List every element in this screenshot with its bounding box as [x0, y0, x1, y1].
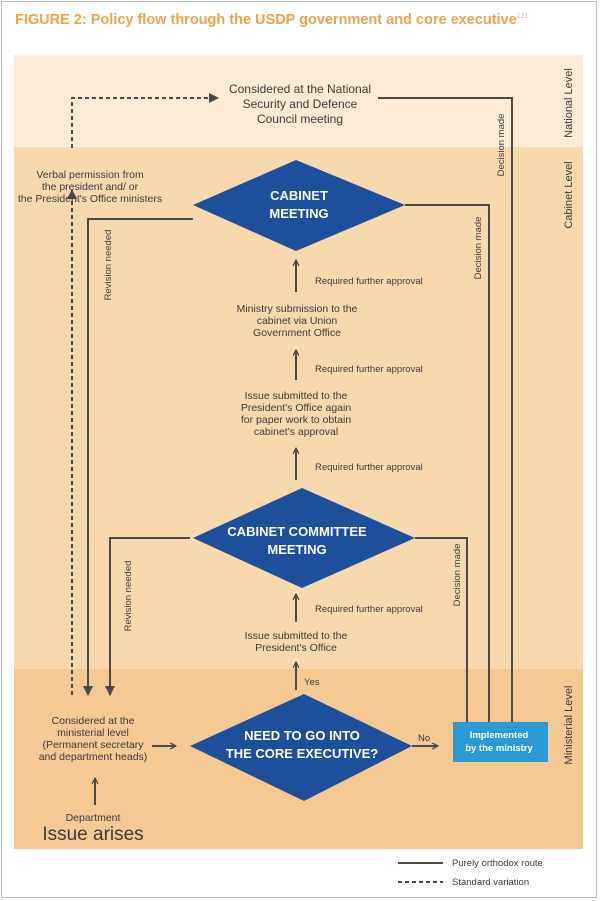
national-level-band: [14, 55, 583, 147]
cabinet-committee-line2: MEETING: [267, 542, 326, 557]
cabinet-decision-label: Decision made: [473, 217, 484, 280]
issue-again-line2: President's Office again: [241, 402, 352, 414]
issue-again-node: Issue submitted to the President's Offic…: [241, 390, 352, 438]
cabinet-decision-line: [405, 204, 494, 734]
cabinet-revision-line: [83, 218, 193, 696]
cabinet-meeting-line1: CABINET: [270, 188, 328, 203]
nsdc-decision-label: Decision made: [496, 114, 507, 177]
nsdc-line2: Security and Defence: [243, 97, 358, 111]
issue-po-line2: President's Office: [255, 642, 337, 654]
cabinet-committee-diamond: [193, 488, 415, 588]
legend-solid-label: Purely orthodox route: [452, 858, 543, 869]
committee-revision-line: [105, 537, 190, 696]
committee-revision-label: Revision needed: [123, 561, 134, 632]
verbal-line3: the President's Office ministers: [18, 193, 162, 205]
committee-decision-line: [415, 537, 472, 734]
nsdc-node: Considered at the National Security and …: [229, 82, 371, 126]
ministry-submission-line1: Ministry submission to the: [237, 303, 358, 315]
figure-footnote: 121: [516, 13, 529, 21]
core-executive-line2: THE CORE EXECUTIVE?: [226, 746, 378, 761]
ministry-submission-node: Ministry submission to the cabinet via U…: [237, 303, 358, 339]
further-approval-label-4: Required further approval: [315, 604, 423, 615]
legend-dashed-label: Standard variation: [452, 877, 529, 888]
further-approval-label-1: Required further approval: [315, 276, 423, 287]
yes-label: Yes: [304, 677, 320, 688]
figure-title-text: FIGURE 2: Policy flow through the USDP g…: [15, 12, 517, 28]
cabinet-meeting-line2: MEETING: [269, 206, 328, 221]
issue-arises-label: Issue arises: [42, 824, 143, 845]
national-level-label: National Level: [563, 68, 575, 138]
verbal-permission-node: Verbal permission from the president and…: [18, 169, 162, 205]
ministerial-line4: and department heads): [39, 751, 148, 763]
connector-lines: [67, 93, 517, 805]
committee-decision-label: Decision made: [452, 544, 463, 607]
core-executive-line1: NEED TO GO INTO: [244, 728, 360, 743]
implemented-line1: Implemented: [470, 730, 529, 741]
implemented-box: [453, 722, 548, 762]
ministry-submission-line2: cabinet via Union: [257, 315, 338, 327]
issue-po-line1: Issue submitted to the: [245, 630, 348, 642]
ministerial-line1: Considered at the: [52, 715, 135, 727]
implemented-line2: by the ministry: [465, 743, 533, 754]
verbal-line2: the president and/ or: [42, 181, 139, 193]
nsdc-decision-line: [378, 97, 517, 734]
no-label: No: [418, 733, 430, 744]
ministerial-node: Considered at the ministerial level (Per…: [39, 715, 148, 763]
legend: Purely orthodox route Standard variation: [398, 858, 543, 888]
core-executive-diamond: [190, 694, 412, 801]
further-approval-label-2: Required further approval: [315, 364, 423, 375]
ministry-submission-line3: Government Office: [253, 327, 341, 339]
further-approval-label-3: Required further approval: [315, 462, 423, 473]
nsdc-line3: Council meeting: [257, 112, 343, 126]
cabinet-committee-line1: CABINET COMMITTEE: [227, 524, 367, 539]
issue-po-node: Issue submitted to the President's Offic…: [245, 630, 348, 654]
department-label: Department: [66, 812, 121, 824]
ministerial-line2: ministerial level: [57, 727, 129, 739]
issue-again-line3: for paper work to obtain: [241, 414, 351, 426]
verbal-line1: Verbal permission from: [36, 169, 144, 181]
cabinet-level-label: Cabinet Level: [563, 161, 575, 228]
ministerial-line3: (Permanent secretary: [43, 739, 145, 751]
nsdc-line1: Considered at the National: [229, 82, 371, 96]
dashed-line-to-nsdc: [71, 93, 219, 148]
issue-again-line4: cabinet's approval: [254, 426, 338, 438]
figure-title: FIGURE 2: Policy flow through the USDP g…: [15, 12, 528, 28]
cabinet-revision-label: Revision needed: [103, 230, 114, 301]
ministerial-level-label: Ministerial Level: [563, 686, 575, 765]
issue-again-line1: Issue submitted to the: [245, 390, 348, 402]
cabinet-meeting-diamond: [193, 160, 405, 251]
